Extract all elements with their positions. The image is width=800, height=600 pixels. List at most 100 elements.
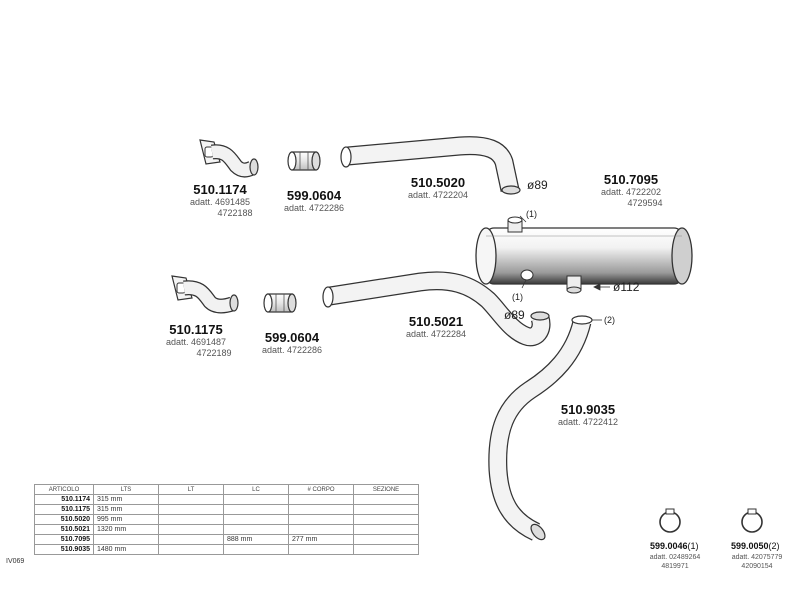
catalog-code: IV069: [6, 558, 25, 565]
part-adatt: adatt. 4722412: [557, 417, 619, 427]
table-cell: [353, 494, 419, 505]
part-code: 510.5020: [410, 175, 466, 190]
column-header: SEZIONE: [353, 484, 419, 495]
table-cell: [223, 544, 289, 555]
table-cell: 510.1174: [34, 494, 94, 505]
part-label-510-1174: 510.1174 adatt. 4691485 4722188: [180, 182, 260, 219]
clamp-label-599-0050: 599.0050(2): [731, 541, 780, 551]
clamp-599-0046: [659, 508, 681, 533]
note-marker: (1): [526, 209, 537, 219]
part-adatt: adatt. 02489264: [649, 554, 701, 561]
column-header: LTS: [93, 484, 159, 495]
table-cell: [223, 514, 289, 525]
muffler-510-7095: [475, 216, 693, 294]
table-cell: [353, 534, 419, 545]
table-cell: [353, 504, 419, 515]
spec-table: ARTICOLO LTS LT LC # CORPO SEZIONE 510.1…: [34, 484, 419, 555]
clamp-adatt-599-0050: adatt. 42075779 42090154: [718, 553, 796, 571]
table-cell: [353, 524, 419, 535]
table-cell: [288, 494, 354, 505]
table-row: 510.1174 315 mm: [34, 494, 419, 505]
part-code: 599.0604: [264, 330, 320, 345]
table-cell: [93, 534, 159, 545]
table-cell: [158, 544, 224, 555]
clamp-label-599-0046: 599.0046(1): [650, 541, 699, 551]
table-cell: 510.7095: [34, 534, 94, 545]
diameter-label: ø89: [504, 308, 525, 322]
part-adatt: 4729594: [627, 198, 663, 208]
column-header: LT: [158, 484, 224, 495]
table-cell: 510.5020: [34, 514, 94, 525]
table-cell: [158, 514, 224, 525]
part-label-510-1175: 510.1175 adatt. 4691487 4722189: [156, 322, 236, 359]
table-row: 510.1175 315 mm: [34, 504, 419, 515]
note-marker: (2): [768, 541, 780, 551]
table-cell: [288, 524, 354, 535]
table-cell: [158, 494, 224, 505]
table-header-row: ARTICOLO LTS LT LC # CORPO SEZIONE: [34, 484, 419, 495]
part-code: 599.0050: [731, 541, 769, 551]
part-code: 510.1175: [169, 322, 223, 337]
note-marker: (1): [512, 292, 523, 302]
table-row: 510.5021 1320 mm: [34, 524, 419, 535]
table-cell: 510.5021: [34, 524, 94, 535]
note-marker: (1): [687, 541, 699, 551]
table-cell: 315 mm: [93, 494, 159, 505]
table-cell: [353, 544, 419, 555]
table-cell: 1320 mm: [93, 524, 159, 535]
column-header: # CORPO: [288, 484, 354, 495]
table-cell: 888 mm: [223, 534, 289, 545]
part-adatt: 4722189: [196, 348, 232, 358]
note-marker: (2): [604, 315, 615, 325]
table-cell: [288, 544, 354, 555]
table-cell: [353, 514, 419, 525]
table-cell: 510.1175: [34, 504, 94, 515]
part-code: 599.0046: [650, 541, 688, 551]
part-label-599-0604-top: 599.0604 adatt. 4722286: [274, 188, 354, 214]
table-cell: [158, 534, 224, 545]
part-adatt: adatt. 4722204: [407, 190, 469, 200]
table-cell: [223, 494, 289, 505]
part-adatt: adatt. 4722284: [405, 329, 467, 339]
part-code: 599.0604: [286, 188, 342, 203]
table-cell: 315 mm: [93, 504, 159, 515]
diameter-label: ø89: [527, 178, 548, 192]
part-adatt: adatt. 42075779: [731, 554, 783, 561]
part-adatt: adatt. 4691485: [189, 197, 251, 207]
table-cell: 277 mm: [288, 534, 354, 545]
table-cell: [158, 524, 224, 535]
tail-pipe-510-9035: [488, 315, 593, 541]
part-code: 510.7095: [603, 172, 659, 187]
table-cell: [223, 524, 289, 535]
part-adatt: 4819971: [661, 563, 689, 570]
coupling-599-0604-bottom: [263, 293, 297, 313]
diameter-label: ø112: [613, 280, 640, 294]
table-row: 510.7095 888 mm 277 mm: [34, 534, 419, 545]
part-label-510-9035: 510.9035 adatt. 4722412: [548, 402, 628, 428]
pipe-510-5021: [322, 271, 551, 347]
column-header: LC: [223, 484, 289, 495]
part-code: 510.9035: [560, 402, 616, 417]
part-label-510-5021: 510.5021 adatt. 4722284: [396, 314, 476, 340]
part-adatt: adatt. 4722286: [261, 345, 323, 355]
table-row: 510.9035 1480 mm: [34, 544, 419, 555]
table-cell: [288, 504, 354, 515]
part-adatt: 4722188: [217, 208, 253, 218]
table-cell: [223, 504, 289, 515]
table-cell: 1480 mm: [93, 544, 159, 555]
table-cell: [158, 504, 224, 515]
table-cell: 510.9035: [34, 544, 94, 555]
table-cell: 995 mm: [93, 514, 159, 525]
part-adatt: adatt. 4691487: [165, 337, 227, 347]
leader-lines: [519, 215, 610, 321]
coupling-599-0604-top: [287, 151, 321, 171]
part-code: 510.1174: [193, 182, 247, 197]
clamp-adatt-599-0046: adatt. 02489264 4819971: [640, 553, 710, 571]
table-cell: [288, 514, 354, 525]
part-code: 510.5021: [408, 314, 464, 329]
part-adatt: adatt. 4722202: [600, 187, 662, 197]
part-label-510-7095: 510.7095 adatt. 4722202 4729594: [586, 172, 676, 209]
part-adatt: adatt. 4722286: [283, 203, 345, 213]
part-label-599-0604-bottom: 599.0604 adatt. 4722286: [252, 330, 332, 356]
